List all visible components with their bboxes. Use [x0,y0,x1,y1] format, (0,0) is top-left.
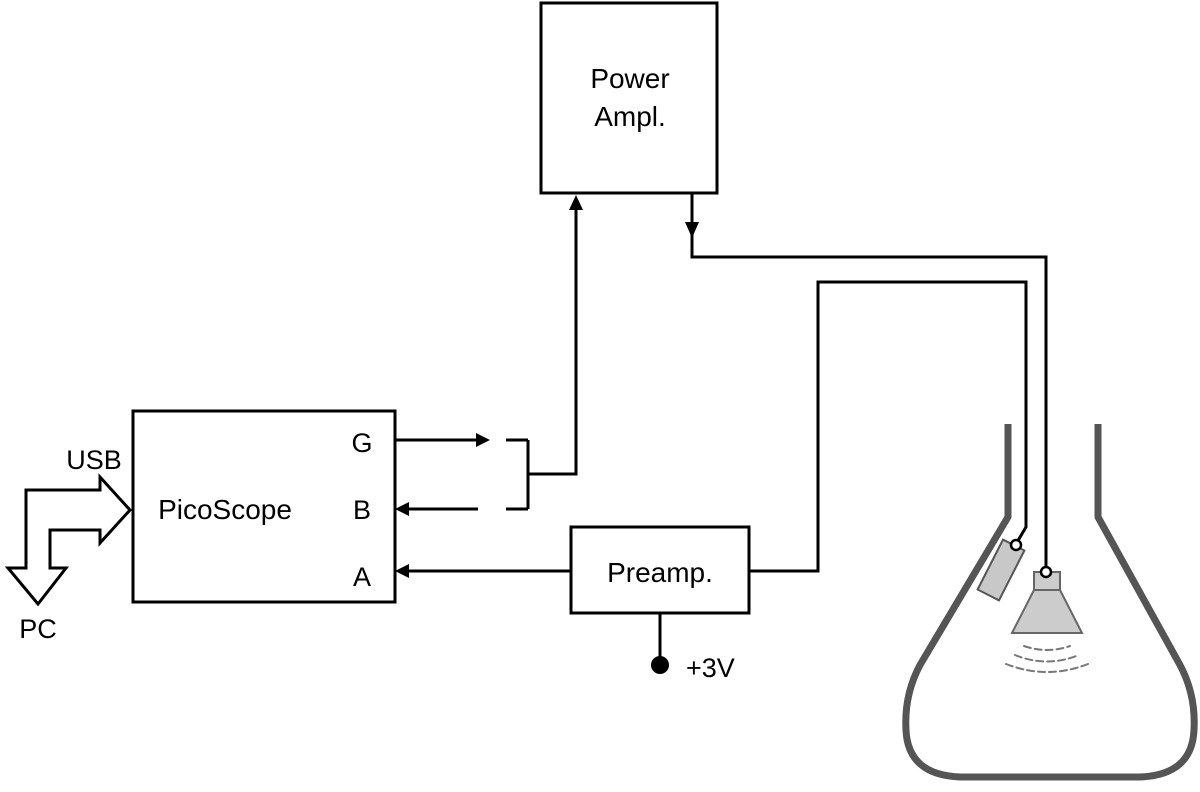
wire-to-power-amp-input [528,208,578,476]
arrowhead-a-input-icon [395,564,409,578]
speaker [1005,565,1089,673]
supply-voltage-label: +3V [686,653,735,683]
usb-double-arrow-icon [4,473,133,607]
usb-pc-connection: USB PC [4,445,133,644]
power-amplifier-label-line2: Ampl. [594,101,666,132]
speaker-connector-dot-icon [1039,565,1053,579]
arrowhead-b-input-icon [395,502,409,516]
picoscope-port-b-label: B [353,495,371,525]
supply-terminal-dot-icon [651,656,669,674]
picoscope-port-a-label: A [353,562,371,592]
erlenmeyer-flask-icon [902,424,1198,781]
wire-power-amp-to-speaker [690,193,1048,572]
arrowhead-g-output-icon [476,433,490,447]
arrowhead-power-amp-input-icon [569,195,583,210]
power-supply-terminal: +3V [651,653,735,683]
preamp-box [569,525,751,615]
preamp-block: Preamp. [569,525,751,615]
sound-waves-icon [1005,645,1089,673]
microphone [976,538,1026,602]
pc-label: PC [19,614,57,644]
usb-label: USB [66,445,122,475]
power-amplifier-label-line1: Power [590,63,669,94]
arrowheads [395,195,699,578]
picoscope-port-g-label: G [351,428,372,458]
picoscope-box [131,409,397,604]
microphone-connector-dot-icon [1009,538,1023,552]
power-amplifier-box [539,1,719,195]
power-amplifier-block: Power Ampl. [539,1,719,195]
wire-preamp-to-microphone [749,280,1028,573]
arrowhead-power-amp-output-icon [685,222,699,238]
speaker-cone-icon [1010,589,1084,634]
preamp-label: Preamp. [607,557,713,588]
picoscope-label: PicoScope [158,494,292,525]
picoscope-block: PicoScope G B A [131,409,397,604]
